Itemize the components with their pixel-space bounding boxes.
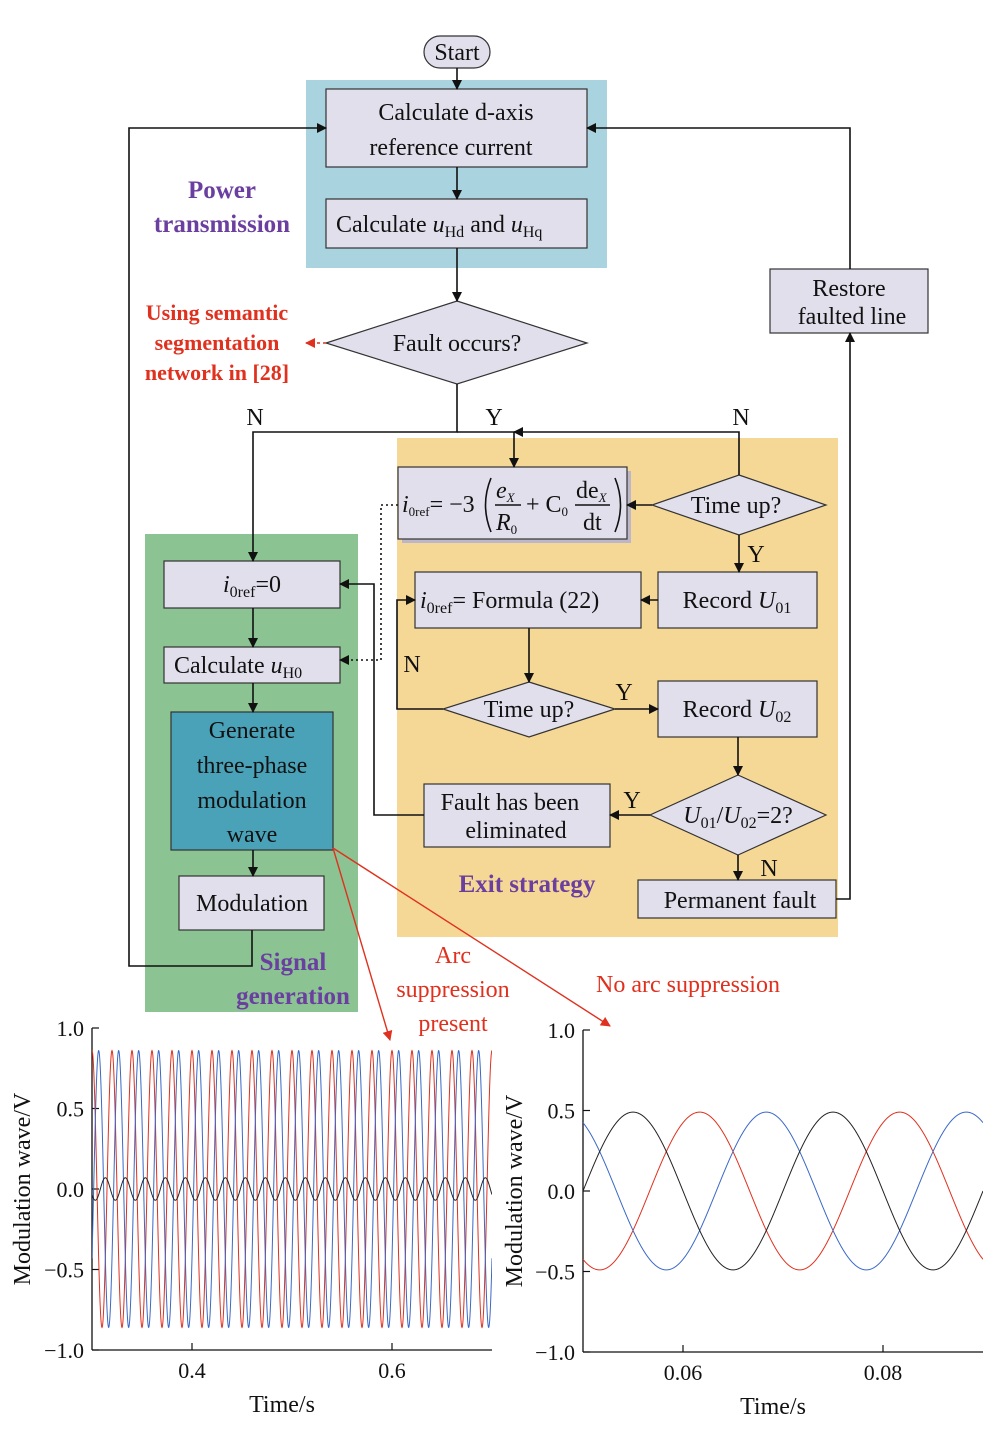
series-line-0 xyxy=(583,1111,983,1271)
start-label: Start xyxy=(434,40,480,66)
fault-eliminated-box xyxy=(423,783,611,848)
series-line-2 xyxy=(583,1111,983,1271)
series-line-2 xyxy=(92,1177,492,1201)
x-tick-label: 0.4 xyxy=(178,1358,206,1383)
y-label-fault: Y xyxy=(485,405,502,431)
arc-present-label-3: present xyxy=(418,1011,488,1037)
n-label-ratio: N xyxy=(760,856,777,882)
signal-generation-label-1: Signal xyxy=(260,949,327,976)
restore-line1: Restore xyxy=(812,276,885,302)
y-label-ratio: Y xyxy=(623,788,640,814)
y-label-timeup2: Y xyxy=(615,680,632,706)
generate-line3: modulation xyxy=(197,788,306,814)
semantic-label-1: Using semantic xyxy=(146,300,289,325)
power-transmission-label-2: transmission xyxy=(154,211,290,238)
permanent-fault-label: Permanent fault xyxy=(664,888,817,914)
y-axis-title: Modulation wave/V xyxy=(502,1094,528,1287)
y-tick-label: −1.0 xyxy=(535,1340,575,1365)
modulation-box xyxy=(178,875,325,931)
y-tick-label: −0.5 xyxy=(535,1260,575,1285)
y-axis-title: Modulation wave/V xyxy=(10,1092,36,1285)
generate-line2: three-phase xyxy=(197,753,308,779)
formula-expression: i0ref= −3 eX R0 + C0 deX dt xyxy=(402,477,622,537)
fault-eliminated-line2: eliminated xyxy=(465,818,566,844)
series-line-1 xyxy=(92,1049,492,1329)
y-tick-label: 0.0 xyxy=(57,1177,85,1202)
n-label-timeup1: N xyxy=(732,405,749,431)
y-tick-label: 0.5 xyxy=(548,1099,576,1124)
restore-line2: faulted line xyxy=(798,304,907,330)
svg-text:+ C0: + C0 xyxy=(526,492,568,519)
modulation-label: Modulation xyxy=(196,891,308,917)
no-arc-label: No arc suppression xyxy=(596,972,780,998)
record-u02-label: Record U02 xyxy=(683,697,792,726)
semantic-label-2: segmentation xyxy=(155,330,280,355)
series-line-1 xyxy=(583,1111,983,1271)
generate-line1: Generate xyxy=(209,718,296,744)
exit-strategy-label: Exit strategy xyxy=(459,871,596,898)
calc-d-axis-box xyxy=(325,88,588,168)
svg-text:R0: R0 xyxy=(495,510,517,537)
x-tick-label: 0.06 xyxy=(664,1360,703,1385)
formula-box-face xyxy=(397,466,628,540)
ratio-label: U01/U02=2? xyxy=(683,803,793,832)
y-tick-label: 0.5 xyxy=(57,1097,85,1122)
fault-occurs-label: Fault occurs? xyxy=(393,331,522,357)
svg-text:eX: eX xyxy=(496,478,516,505)
generate-wave-box xyxy=(170,711,334,851)
y-tick-label: 1.0 xyxy=(548,1018,576,1043)
y-tick-label: 1.0 xyxy=(57,1016,85,1041)
generate-line4: wave xyxy=(227,822,278,848)
arc-present-label-2: suppression xyxy=(396,977,509,1003)
flow-connectors xyxy=(128,68,855,1041)
svg-text:i0ref= −3: i0ref= −3 xyxy=(402,492,475,519)
i0ref-formula-label: i0ref= Formula (22) xyxy=(420,588,599,617)
arc-present-label-1: Arc xyxy=(435,943,471,969)
y-tick-label: −0.5 xyxy=(44,1258,84,1283)
restore-faulted-line-box xyxy=(769,268,929,334)
time-up-label-1: Time up? xyxy=(691,493,781,519)
calc-d-axis-line1: Calculate d-axis xyxy=(378,100,533,126)
n-label-fault: N xyxy=(246,405,263,431)
signal-generation-label-2: generation xyxy=(236,983,350,1010)
calc-uh0-label: Calculate uH0 xyxy=(174,653,302,682)
time-up-label-2: Time up? xyxy=(484,697,574,723)
calc-d-axis-line2: reference current xyxy=(369,135,533,161)
fault-eliminated-line1: Fault has been xyxy=(441,790,580,816)
y-tick-label: 0.0 xyxy=(548,1179,576,1204)
time-up-diamond-2 xyxy=(441,681,617,738)
permanent-fault-box xyxy=(637,879,837,919)
x-axis-title: Time/s xyxy=(740,1394,806,1420)
svg-text:dt: dt xyxy=(583,510,602,536)
series-line-0 xyxy=(92,1049,492,1329)
i0ref-zero-label: i0ref=0 xyxy=(223,572,281,601)
record-u01-label: Record U01 xyxy=(683,588,792,617)
x-tick-label: 0.6 xyxy=(378,1358,406,1383)
n-label-timeup2: N xyxy=(403,652,420,678)
y-tick-label: −1.0 xyxy=(44,1338,84,1363)
power-transmission-label-1: Power xyxy=(188,177,256,204)
x-axis-title: Time/s xyxy=(249,1392,315,1418)
calc-uh0-box xyxy=(163,646,341,684)
y-label-timeup1: Y xyxy=(747,542,764,568)
svg-text:deX: deX xyxy=(576,478,608,505)
x-tick-label: 0.08 xyxy=(864,1360,903,1385)
calc-uhd-uhq-label: Calculate uHd and uHq xyxy=(336,212,542,241)
semantic-label-3: network in [28] xyxy=(145,360,289,385)
